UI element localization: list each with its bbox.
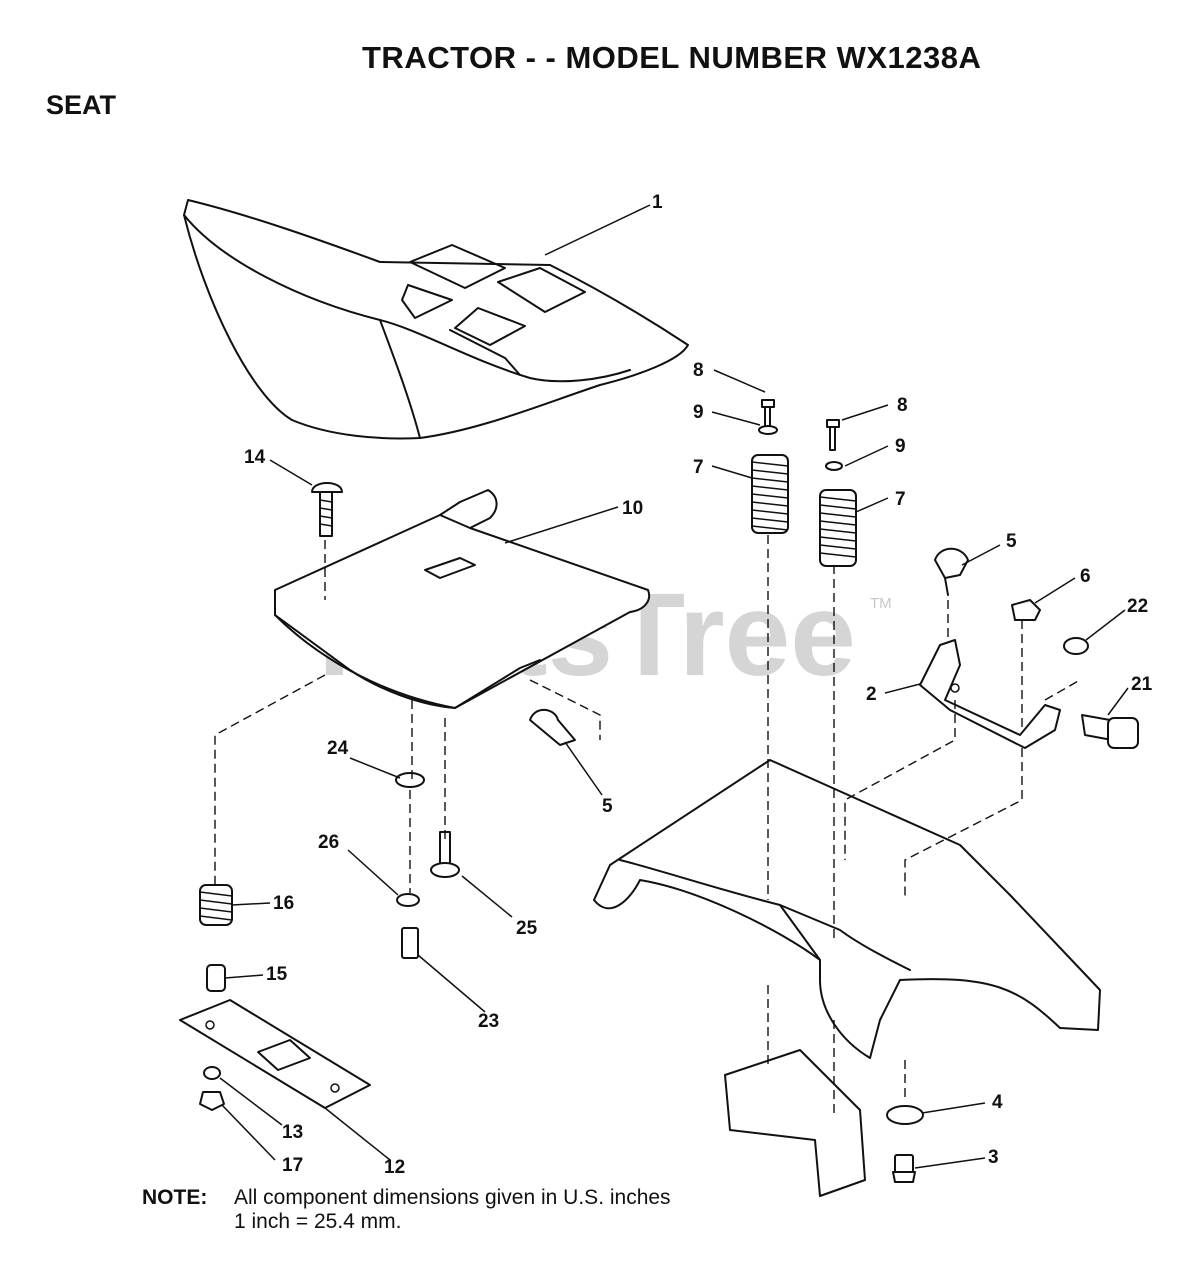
callout-numbers: 1 8 9 7 8 9 7 14 10 5 6 22 2 21 24 5 26 … xyxy=(244,192,1153,1178)
callout-21: 21 xyxy=(1131,674,1153,695)
callout-5-right: 5 xyxy=(1006,531,1017,552)
callout-5-left: 5 xyxy=(602,796,613,817)
part-bracket xyxy=(919,639,1061,749)
assembly-dashed-lines xyxy=(214,535,1081,1115)
callout-1: 1 xyxy=(652,192,663,213)
part-spring-left xyxy=(751,454,789,534)
callout-6: 6 xyxy=(1080,566,1091,587)
section-label: SEAT xyxy=(46,90,117,120)
note-line-1: All component dimensions given in U.S. i… xyxy=(234,1186,671,1209)
callout-8-left: 8 xyxy=(693,360,704,381)
callout-7-left: 7 xyxy=(693,457,704,478)
part-seat-pan xyxy=(274,489,650,709)
note-line-2: 1 inch = 25.4 mm. xyxy=(234,1210,402,1233)
callout-17: 17 xyxy=(282,1155,303,1176)
callout-2: 2 xyxy=(866,684,877,705)
callout-3: 3 xyxy=(988,1147,999,1168)
callout-14: 14 xyxy=(244,447,266,468)
callout-24: 24 xyxy=(327,738,349,759)
callout-7-right: 7 xyxy=(895,489,906,510)
diagram-title: TRACTOR - - MODEL NUMBER WX1238A xyxy=(362,40,982,75)
part-washer-bolt-lower xyxy=(886,1105,924,1183)
part-washers-bolts xyxy=(395,772,460,959)
part-pins-washers xyxy=(758,399,843,471)
callout-16: 16 xyxy=(273,893,294,914)
part-fender-chassis xyxy=(593,759,1101,1197)
footnote: NOTE: All component dimensions given in U… xyxy=(142,1186,671,1234)
part-nut-washer-bolt xyxy=(1011,599,1139,749)
callout-26: 26 xyxy=(318,832,339,853)
part-spring-right xyxy=(819,489,857,567)
callout-13: 13 xyxy=(282,1122,303,1143)
callout-25: 25 xyxy=(516,918,538,939)
callout-4: 4 xyxy=(992,1092,1003,1113)
callout-12: 12 xyxy=(384,1157,405,1178)
callout-9-left: 9 xyxy=(693,402,704,423)
watermark-trademark: TM xyxy=(870,595,892,612)
part-clip xyxy=(529,547,969,746)
note-label: NOTE: xyxy=(142,1186,208,1209)
callout-10: 10 xyxy=(622,498,643,519)
callout-23: 23 xyxy=(478,1011,499,1032)
leader-lines xyxy=(219,204,1129,1169)
callout-15: 15 xyxy=(266,964,288,985)
part-lower-assembly xyxy=(179,884,371,1111)
part-seat xyxy=(183,199,689,440)
callout-22: 22 xyxy=(1127,596,1148,617)
callout-8-right: 8 xyxy=(897,395,908,416)
callout-9-right: 9 xyxy=(895,436,906,457)
note-text: All component dimensions given in U.S. i… xyxy=(234,1186,671,1234)
part-carriage-bolt xyxy=(311,482,343,537)
